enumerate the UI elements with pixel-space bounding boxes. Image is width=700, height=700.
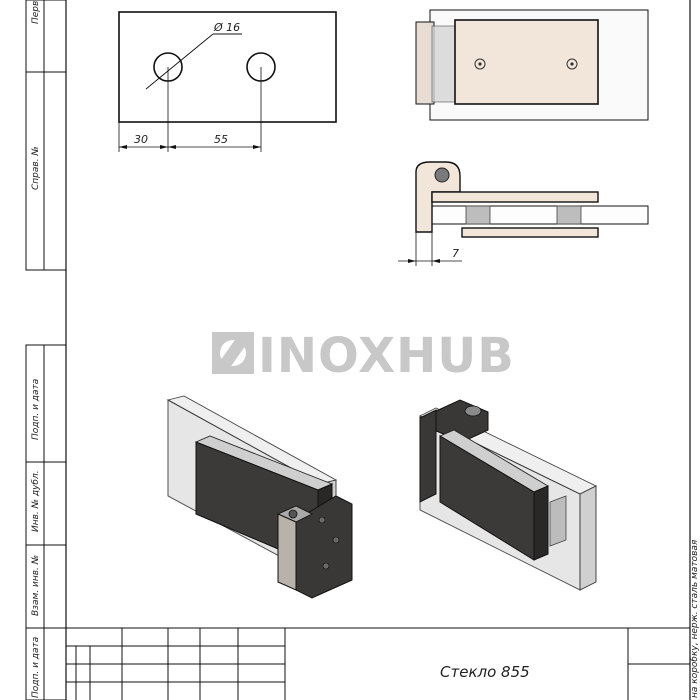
left-sidebar-stamp <box>25 0 67 700</box>
sidebar-inv-replace-label: Взам. инв. № <box>31 555 41 616</box>
plate-dim-arrows <box>119 145 261 149</box>
sidebar-ref-label: Справ. № <box>31 146 41 190</box>
glass-edge-side <box>429 205 649 225</box>
sidebar-sign-date-label-2: Подп. и дата <box>31 637 41 698</box>
side-offset-label: 7 <box>452 247 459 260</box>
dim-left-label: 30 <box>134 133 148 146</box>
sidebar-inv-dup-label: Инв. № дубл. <box>31 470 41 532</box>
hinge-knuckle-side <box>415 161 461 233</box>
dim-span-label: 55 <box>214 133 228 146</box>
upper-clamp-side <box>431 191 599 203</box>
screw-right-front <box>566 58 578 70</box>
iso-view-right <box>418 399 598 591</box>
watermark-text: INOXHUB <box>258 328 515 384</box>
lower-clamp-side <box>461 227 599 238</box>
hinge-body-front <box>415 21 435 105</box>
front-view <box>415 9 649 121</box>
right-edge-note: на коробку, нерж. сталь матовая <box>690 539 700 698</box>
clamp-plate-front <box>454 19 599 105</box>
hole-diameter-label: Ø 16 <box>213 21 240 34</box>
diameter-leader <box>145 33 242 90</box>
plate-outline <box>118 11 337 123</box>
watermark: INOXHUB <box>212 328 515 384</box>
title-block-title: Стекло 855 <box>440 663 530 681</box>
title-block <box>66 627 690 700</box>
screw-left-front <box>474 58 486 70</box>
side-view: 7 <box>398 161 649 266</box>
plate-view: Ø 16 30 55 <box>118 11 337 152</box>
sidebar-sign-date-label: Подп. и дата <box>31 379 41 440</box>
iso-view-left <box>166 395 353 599</box>
sidebar-top-label: Перв. примен. <box>31 0 41 24</box>
plate-extension-lines <box>118 67 262 152</box>
